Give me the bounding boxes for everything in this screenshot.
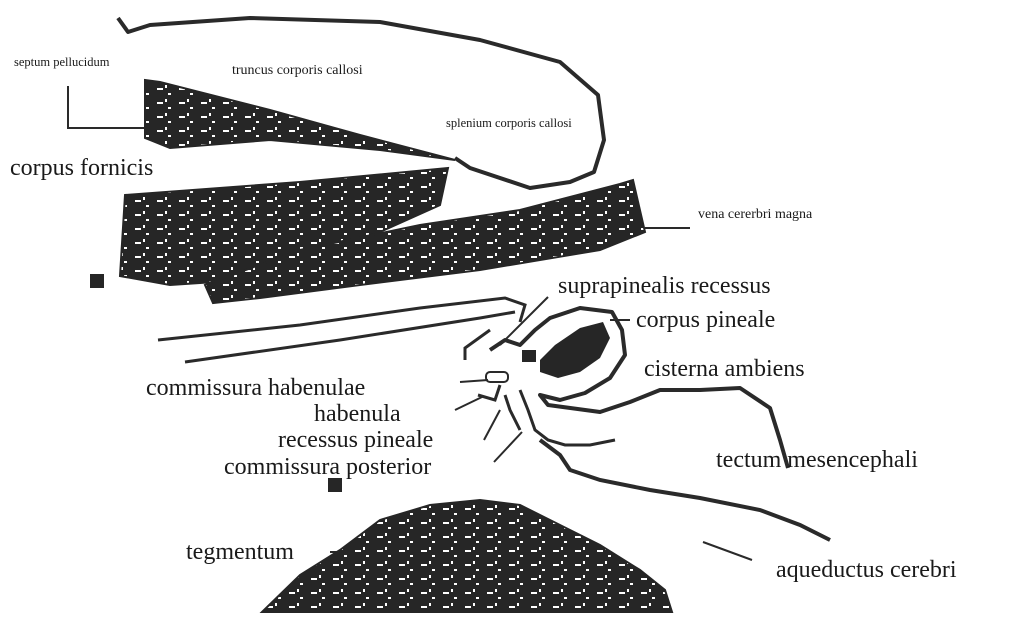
septum-pellucidum-line — [68, 86, 148, 128]
label-vena-cererbri-magna: vena cererbri magna — [698, 208, 812, 222]
label-septum-pellucidum: septum pellucidum — [14, 56, 109, 69]
marker-square — [90, 274, 104, 288]
label-suprapinealis-recessus: suprapinealis recessus — [558, 274, 771, 298]
label-cisterna-ambiens: cisterna ambiens — [644, 357, 805, 381]
commissura-habenulae-ring — [486, 372, 508, 382]
label-tegmentum: tegmentum — [186, 540, 294, 564]
label-commissura-habenulae: commissura habenulae — [146, 376, 365, 400]
label-truncus-corporis-callosi: truncus corporis callosi — [232, 64, 363, 78]
corpus-pineale-fill — [540, 322, 610, 378]
leader-commissura-posterior — [494, 432, 522, 462]
leader-commissura-habenulae — [460, 380, 488, 382]
tegmentum-mass — [262, 500, 672, 612]
leader-aqueductus — [703, 542, 752, 560]
label-commissura-posterior: commissura posterior — [224, 455, 431, 479]
marker-square — [328, 478, 342, 492]
label-tectum-mesencephali: tectum mesencephali — [716, 448, 918, 472]
label-habenula: habenula — [314, 402, 401, 426]
corpus-pineale-block — [522, 350, 536, 362]
label-corpus-fornicis: corpus fornicis — [10, 156, 153, 180]
leader-recessus-pineale — [484, 410, 500, 440]
label-aqueductus-cerebri: aqueductus cerebri — [776, 558, 957, 582]
label-recessus-pineale: recessus pineale — [278, 428, 433, 452]
leader-habenula — [455, 397, 482, 410]
fornix-wedge — [145, 80, 455, 160]
label-corpus-pineale: corpus pineale — [636, 308, 775, 332]
label-splenium-corporis-callosi: splenium corporis callosi — [446, 117, 572, 130]
